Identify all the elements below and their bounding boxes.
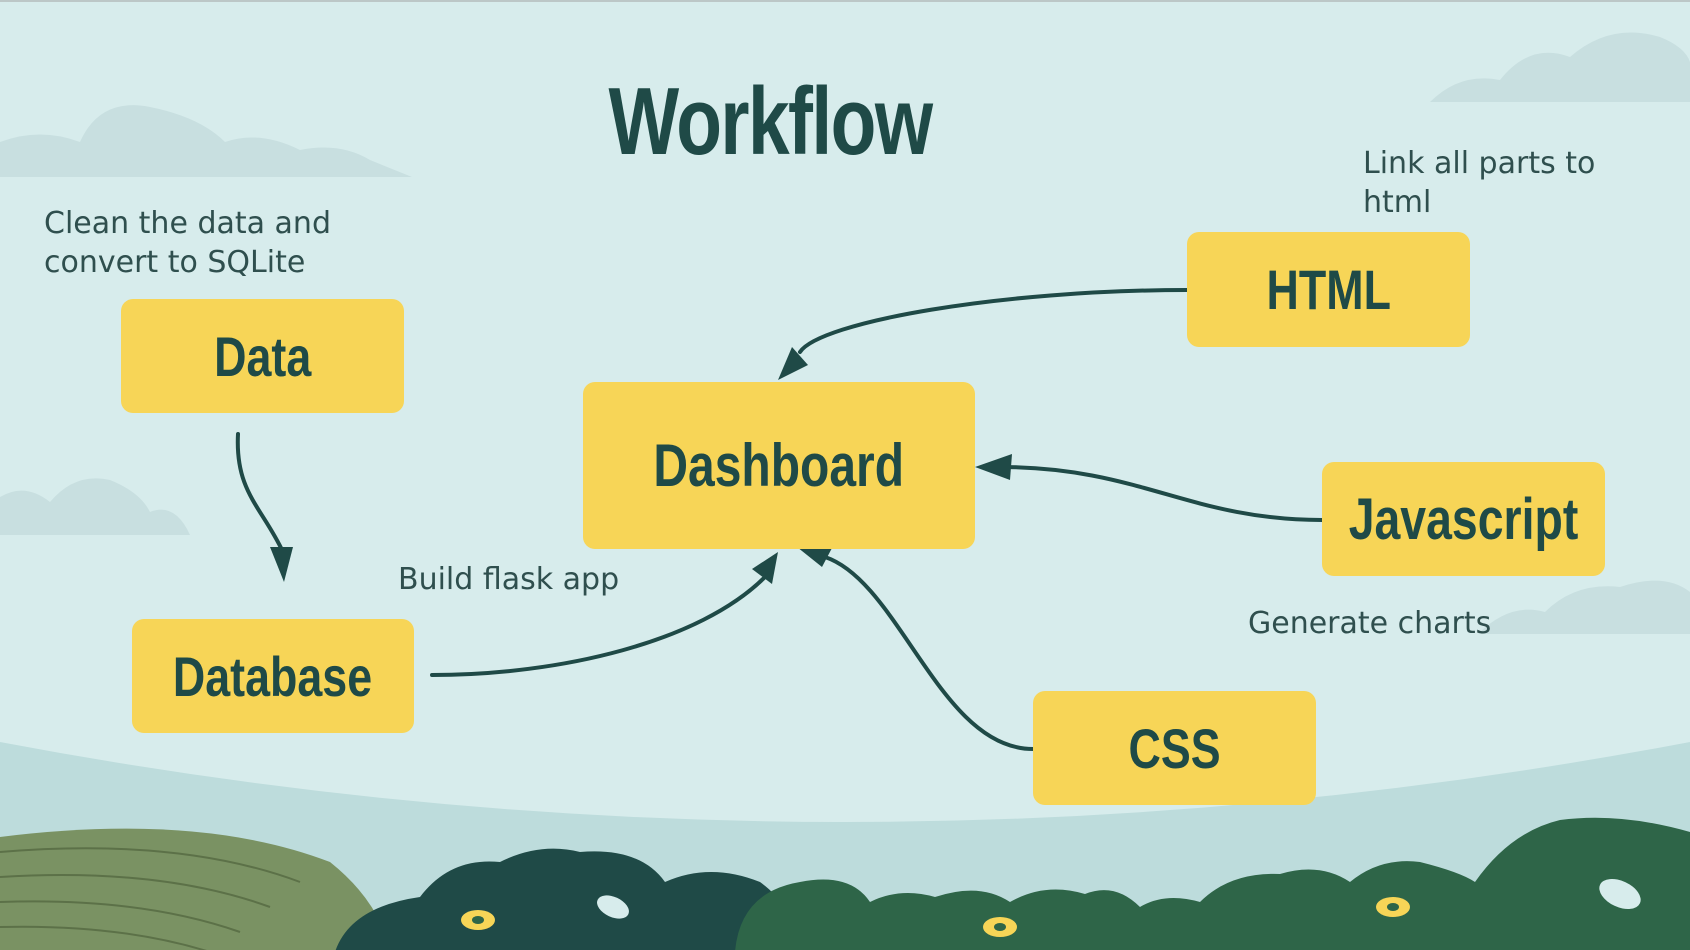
node-data: Data	[121, 299, 404, 413]
node-dashboard: Dashboard	[583, 382, 975, 549]
cloud-right-mid	[1478, 580, 1690, 634]
arrowhead-dashboard-bottom-right	[797, 547, 832, 567]
note-clean-data: Clean the data and convert to SQLite	[44, 204, 331, 282]
node-html-label: HTML	[1266, 258, 1391, 321]
note-build-flask: Build flask app	[398, 562, 620, 597]
node-javascript-label: Javascript	[1348, 486, 1579, 552]
note-link-line2: html	[1363, 185, 1432, 220]
arrow-css-to-dashboard	[823, 555, 1035, 751]
flower-white-2	[1599, 878, 1641, 910]
arrowhead-dashboard-right	[975, 454, 1012, 480]
note-generate-charts: Generate charts	[1248, 606, 1492, 641]
arrowhead-dashboard-top	[778, 347, 808, 380]
note-clean-line1: Clean the data and	[44, 206, 331, 241]
bush-dark	[335, 848, 800, 950]
arrow-javascript-to-dashboard	[998, 465, 1324, 522]
node-dashboard-label: Dashboard	[653, 432, 905, 499]
node-css-label: CSS	[1128, 716, 1221, 780]
node-css: CSS	[1033, 691, 1316, 805]
cloud-top-right	[1430, 32, 1690, 102]
node-database: Database	[132, 619, 414, 733]
node-data-label: Data	[213, 324, 312, 388]
node-html: HTML	[1187, 232, 1470, 347]
node-database-label: Database	[173, 644, 373, 708]
arrowhead-dashboard-bottom-left	[752, 552, 778, 584]
arrowhead-database	[270, 547, 293, 582]
cloud-top-left	[0, 105, 412, 177]
arrow-html-to-dashboard	[798, 288, 1189, 354]
page-title: Workflow	[608, 68, 933, 175]
note-link-parts: Link all parts to html	[1363, 144, 1595, 222]
cloud-left-mid	[0, 478, 190, 535]
node-javascript: Javascript	[1322, 462, 1605, 576]
bush-green	[735, 817, 1690, 950]
note-clean-line2: convert to SQLite	[44, 245, 306, 280]
hill-left	[0, 828, 390, 950]
flower-white-1	[597, 895, 629, 919]
arrow-data-to-database	[235, 432, 285, 554]
note-link-line1: Link all parts to	[1363, 146, 1596, 181]
arrow-database-to-dashboard	[430, 575, 767, 677]
